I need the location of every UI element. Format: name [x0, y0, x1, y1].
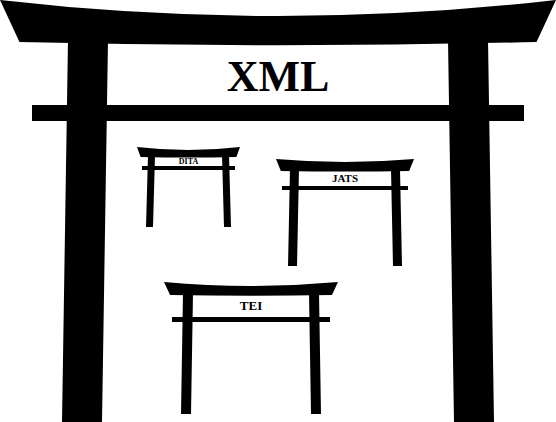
gate-cross-beam — [282, 186, 408, 190]
torii-gate-node: DITA — [137, 147, 240, 227]
gate-pillar — [62, 40, 108, 422]
gate-pillar — [391, 169, 402, 266]
gate-pillar — [309, 293, 321, 414]
gate-cross-beam — [142, 166, 235, 170]
gate-name: JATS — [276, 171, 414, 186]
gate-pillar — [222, 155, 231, 227]
gate-name: XML — [0, 50, 556, 104]
gate-cross-beam — [172, 317, 330, 322]
gate-name: TEI — [164, 295, 338, 317]
gate-pillar — [181, 293, 193, 414]
torii-gate-node: JATS — [276, 159, 414, 266]
gate-top-beam — [0, 0, 556, 45]
gate-pillar — [448, 40, 494, 422]
torii-gate-node: TEI — [164, 282, 338, 414]
gate-pillar — [146, 155, 155, 227]
gate-name: DITA — [137, 157, 240, 166]
gate-pillar — [288, 169, 299, 266]
